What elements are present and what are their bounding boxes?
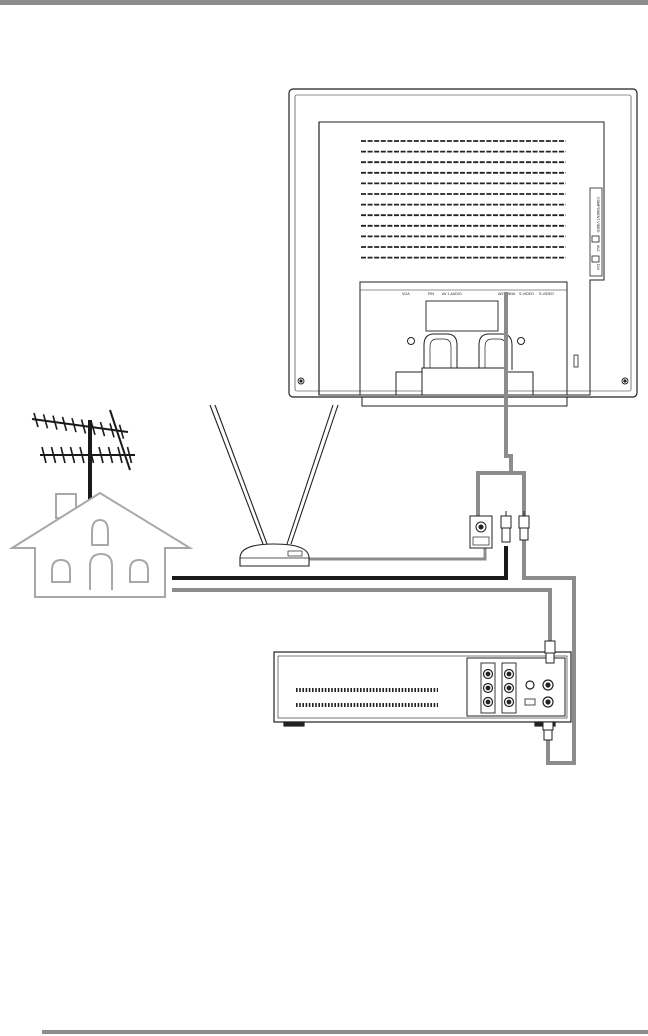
coax-plug-right — [519, 511, 529, 540]
coax-plug-left — [501, 511, 511, 542]
vcr-coax-in-plug — [545, 641, 555, 663]
port-label-pin: PIN — [428, 292, 434, 296]
port-label-s-video-2: S-VIDEO — [539, 292, 554, 296]
page-bottom-rule — [42, 1030, 648, 1034]
side-label-component-video: COMPONENT VIDEO — [596, 197, 600, 233]
port-label-s-video-1: S-VIDEO — [519, 292, 534, 296]
port-label-av1-audio: AV 1 AUDIO — [442, 292, 462, 296]
house — [12, 493, 190, 597]
port-label-vga: VGA — [402, 292, 410, 296]
side-label-dvi: DVI — [596, 264, 600, 270]
vcr-coax-out-plug — [543, 722, 553, 740]
side-label-av2: AV2 — [596, 245, 600, 252]
antenna-switch-box — [470, 516, 492, 548]
rabbit-ear-antenna — [210, 405, 338, 566]
